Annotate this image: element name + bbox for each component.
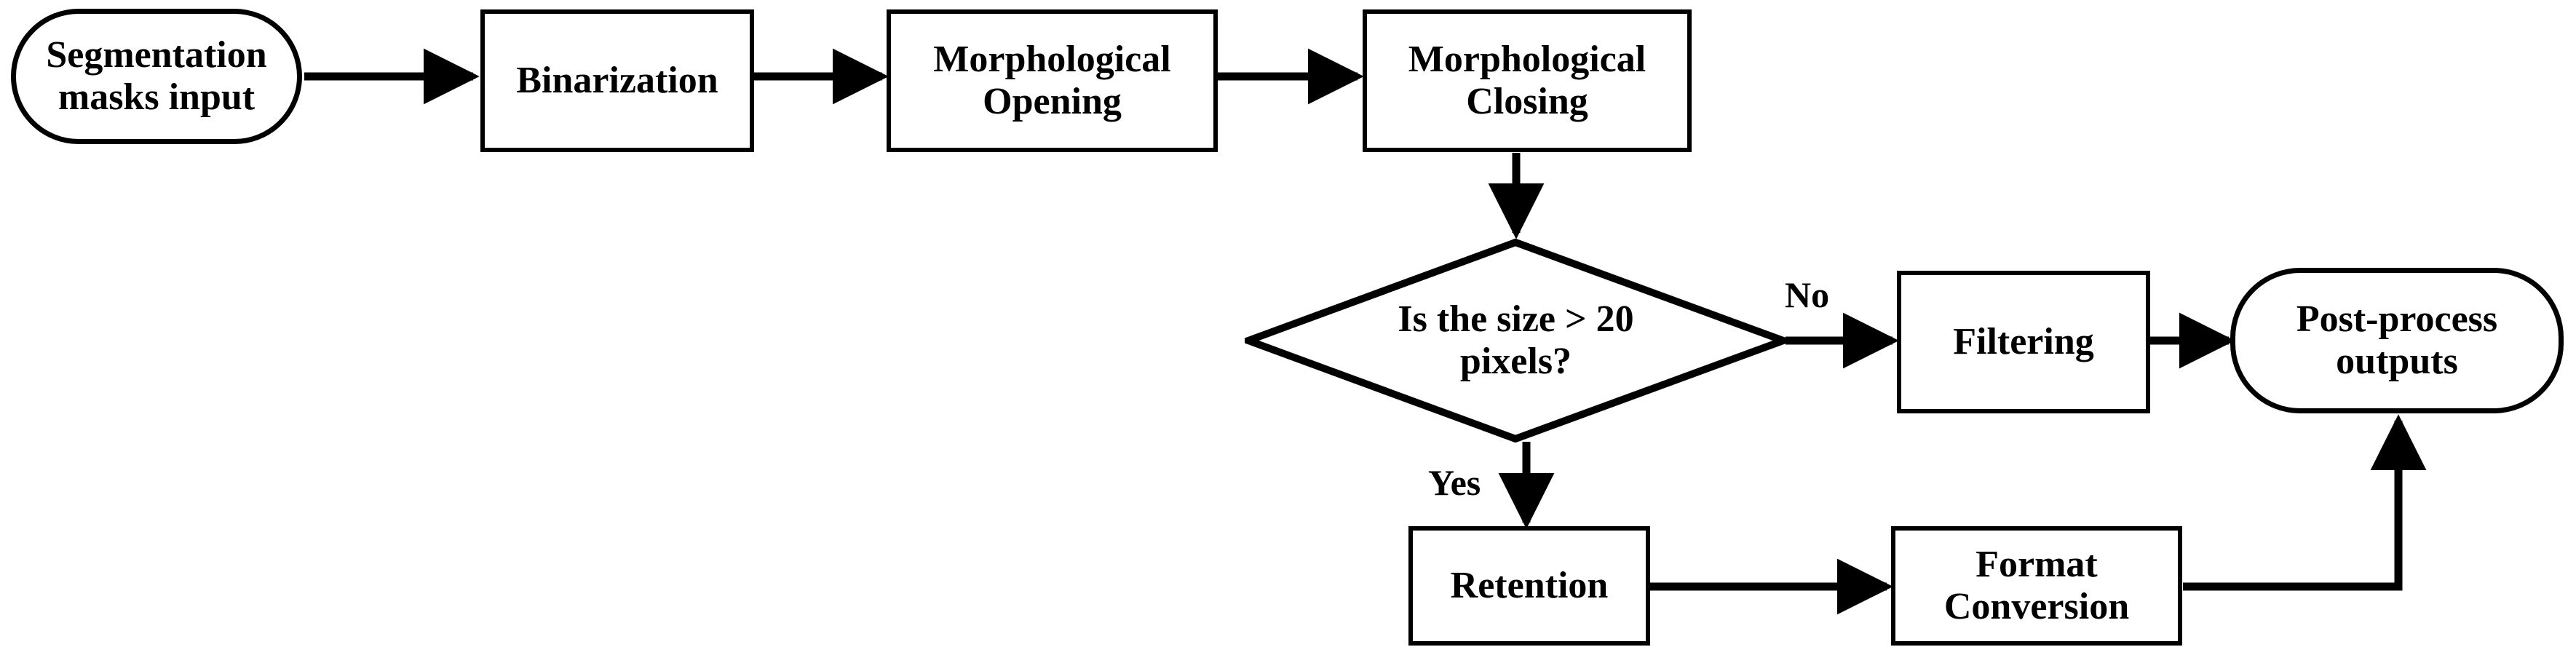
node-label-binarization: Binarization xyxy=(516,59,718,101)
node-morphological-opening[interactable]: Morphological Opening xyxy=(887,9,1218,152)
node-label-closing: Morphological Closing xyxy=(1408,38,1646,122)
node-label-output: Post-process outputs xyxy=(2296,298,2498,382)
diamond-shape xyxy=(1245,239,1787,442)
node-segmentation-masks-input[interactable]: Segmentation masks input xyxy=(11,9,302,144)
node-label-decision: Is the size > 20 pixels? xyxy=(1398,298,1634,382)
node-post-process-outputs[interactable]: Post-process outputs xyxy=(2230,268,2564,413)
node-filtering[interactable]: Filtering xyxy=(1897,271,2150,413)
node-format-conversion[interactable]: Format Conversion xyxy=(1891,526,2182,646)
edge-format-to-output xyxy=(2183,414,2427,591)
node-label-filtering: Filtering xyxy=(1953,320,2094,362)
node-label-format: Format Conversion xyxy=(1943,543,2130,627)
node-binarization[interactable]: Binarization xyxy=(480,9,754,152)
node-retention[interactable]: Retention xyxy=(1408,526,1650,646)
edge-label-yes: Yes xyxy=(1428,462,1481,503)
node-label-retention: Retention xyxy=(1450,564,1609,606)
node-decision-size-check[interactable]: Is the size > 20 pixels? xyxy=(1245,239,1787,442)
edge-label-no: No xyxy=(1785,274,1830,315)
node-label-opening: Morphological Opening xyxy=(933,38,1171,122)
node-morphological-closing[interactable]: Morphological Closing xyxy=(1363,9,1692,152)
node-label-input: Segmentation masks input xyxy=(46,33,267,118)
